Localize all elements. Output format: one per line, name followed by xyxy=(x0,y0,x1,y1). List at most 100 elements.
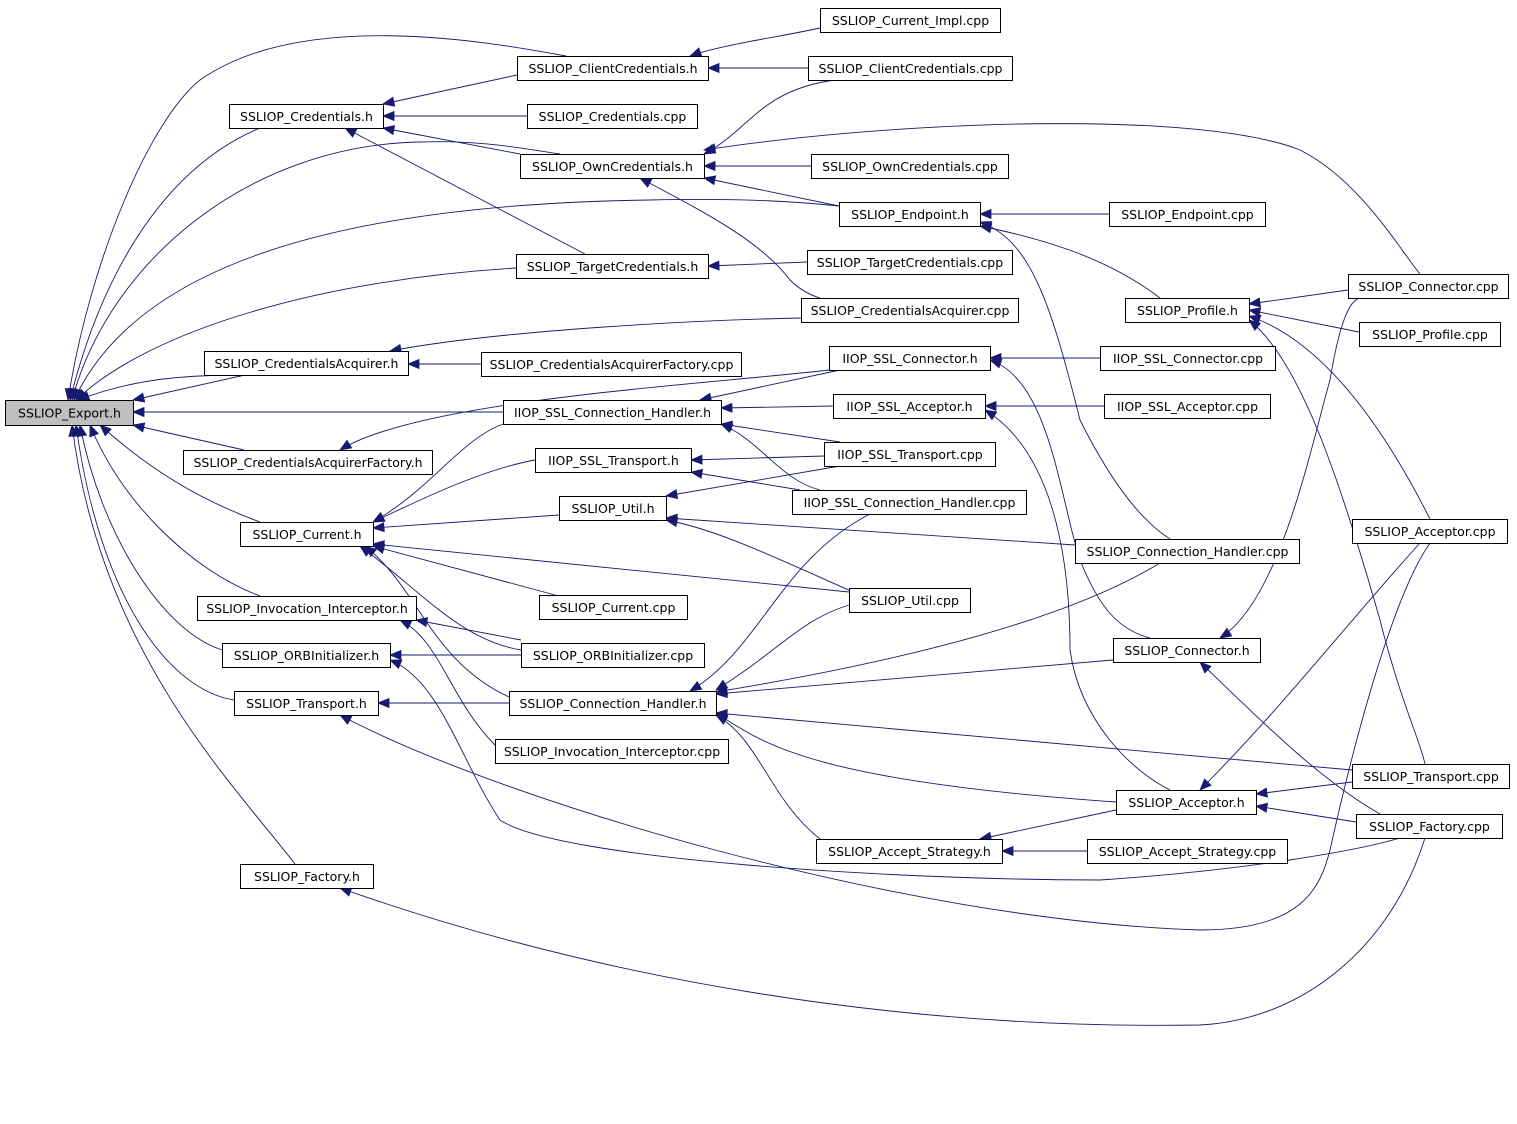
node-credacqfac-cpp[interactable]: SSLIOP_CredentialsAcquirerFactory.cpp xyxy=(481,352,742,377)
node-transport-h[interactable]: SSLIOP_Transport.h xyxy=(234,691,379,716)
node-box[interactable] xyxy=(811,154,1009,179)
edge-connhandler_h-to-current_h xyxy=(364,545,510,698)
node-box[interactable] xyxy=(1125,298,1250,323)
node-iiop-acceptor-cpp[interactable]: IIOP_SSL_Acceptor.cpp xyxy=(1104,394,1271,419)
edge-arrowhead xyxy=(1247,297,1262,308)
node-iiop-acceptor-h[interactable]: IIOP_SSL_Acceptor.h xyxy=(833,394,986,419)
node-connector-cpp[interactable]: SSLIOP_Connector.cpp xyxy=(1348,274,1509,299)
node-transport-cpp[interactable]: SSLIOP_Transport.cpp xyxy=(1352,764,1510,789)
node-box[interactable] xyxy=(517,56,709,81)
node-util-h[interactable]: SSLIOP_Util.h xyxy=(559,496,667,521)
node-box[interactable] xyxy=(197,596,417,621)
node-endpoint-cpp[interactable]: SSLIOP_Endpoint.cpp xyxy=(1109,202,1266,227)
node-box[interactable] xyxy=(1113,638,1261,663)
node-box[interactable] xyxy=(839,202,981,227)
node-credacq-h[interactable]: SSLIOP_CredentialsAcquirer.h xyxy=(204,351,409,376)
node-orbinit-h[interactable]: SSLIOP_ORBInitializer.h xyxy=(222,643,391,668)
node-box[interactable] xyxy=(1352,764,1510,789)
node-clientcred-h[interactable]: SSLIOP_ClientCredentials.h xyxy=(517,56,709,81)
node-credacq-cpp[interactable]: SSLIOP_CredentialsAcquirer.cpp xyxy=(801,298,1019,323)
node-cred-h[interactable]: SSLIOP_Credentials.h xyxy=(229,104,384,129)
node-iiop-transport-cpp[interactable]: IIOP_SSL_Transport.cpp xyxy=(824,442,996,467)
node-profile-cpp[interactable]: SSLIOP_Profile.cpp xyxy=(1359,322,1501,347)
node-iiop-connhandler-h[interactable]: IIOP_SSL_Connection_Handler.h xyxy=(503,400,722,425)
node-box[interactable] xyxy=(234,691,379,716)
node-targetcred-cpp[interactable]: SSLIOP_TargetCredentials.cpp xyxy=(807,250,1013,275)
node-factory-h[interactable]: SSLIOP_Factory.h xyxy=(240,864,374,889)
node-iiop-connector-h[interactable]: IIOP_SSL_Connector.h xyxy=(829,346,991,371)
node-box[interactable] xyxy=(527,104,698,129)
node-box[interactable] xyxy=(1109,202,1266,227)
node-box[interactable] xyxy=(1356,814,1503,839)
node-credacqfac-h[interactable]: SSLIOP_CredentialsAcquirerFactory.h xyxy=(183,450,433,475)
node-factory-cpp[interactable]: SSLIOP_Factory.cpp xyxy=(1356,814,1503,839)
node-iiop-transport-h[interactable]: IIOP_SSL_Transport.h xyxy=(535,448,692,473)
edge-line xyxy=(382,127,521,155)
node-box[interactable] xyxy=(1352,519,1508,544)
edge-acceptor_h-to-iiop_acceptor_h xyxy=(984,409,1171,791)
node-endpoint-h[interactable]: SSLIOP_Endpoint.h xyxy=(839,202,981,227)
node-box[interactable] xyxy=(1100,346,1276,371)
node-box[interactable] xyxy=(816,839,1003,864)
node-box[interactable] xyxy=(521,643,705,668)
node-box[interactable] xyxy=(535,448,692,473)
edge-arrowhead xyxy=(99,424,112,437)
node-box[interactable] xyxy=(1348,274,1509,299)
node-owncred-cpp[interactable]: SSLIOP_OwnCredentials.cpp xyxy=(811,154,1009,179)
node-box[interactable] xyxy=(222,643,391,668)
node-box[interactable] xyxy=(481,352,742,377)
node-owncred-h[interactable]: SSLIOP_OwnCredentials.h xyxy=(520,154,705,179)
node-iiop-connhandler-cpp[interactable]: IIOP_SSL_Connection_Handler.cpp xyxy=(792,490,1027,515)
node-connector-h[interactable]: SSLIOP_Connector.h xyxy=(1113,638,1261,663)
node-box[interactable] xyxy=(829,346,991,371)
node-box[interactable] xyxy=(824,442,996,467)
node-box[interactable] xyxy=(808,56,1013,81)
node-box[interactable] xyxy=(503,400,722,425)
node-box[interactable] xyxy=(820,8,1001,33)
node-export-h[interactable]: SSLIOP_Export.h xyxy=(5,400,134,426)
node-box[interactable] xyxy=(792,490,1027,515)
node-clientcred-cpp[interactable]: SSLIOP_ClientCredentials.cpp xyxy=(808,56,1013,81)
node-box[interactable] xyxy=(1116,790,1257,815)
node-box[interactable] xyxy=(516,254,709,279)
node-invint-cpp[interactable]: SSLIOP_Invocation_Interceptor.cpp xyxy=(495,739,729,764)
node-current-cpp[interactable]: SSLIOP_Current.cpp xyxy=(539,595,688,620)
node-box[interactable] xyxy=(1075,539,1300,564)
node-box[interactable] xyxy=(204,351,409,376)
node-box[interactable] xyxy=(801,298,1019,323)
node-box[interactable] xyxy=(509,691,717,716)
node-box[interactable] xyxy=(183,450,433,475)
node-accept-strategy-cpp[interactable]: SSLIOP_Accept_Strategy.cpp xyxy=(1087,839,1288,864)
node-box[interactable] xyxy=(5,400,134,426)
node-orbinit-cpp[interactable]: SSLIOP_ORBInitializer.cpp xyxy=(521,643,705,668)
node-box[interactable] xyxy=(849,588,971,613)
node-box[interactable] xyxy=(833,394,986,419)
node-box[interactable] xyxy=(520,154,705,179)
edge-acceptor_h-to-accept_strategy_h xyxy=(978,809,1117,842)
node-box[interactable] xyxy=(559,496,667,521)
node-box[interactable] xyxy=(240,864,374,889)
node-box[interactable] xyxy=(807,250,1013,275)
node-cred-cpp[interactable]: SSLIOP_Credentials.cpp xyxy=(527,104,698,129)
node-box[interactable] xyxy=(1104,394,1271,419)
node-acceptor-h[interactable]: SSLIOP_Acceptor.h xyxy=(1116,790,1257,815)
node-current-impl-cpp[interactable]: SSLIOP_Current_Impl.cpp xyxy=(820,8,1001,33)
edge-arrowhead xyxy=(1254,802,1269,813)
node-accept-strategy-h[interactable]: SSLIOP_Accept_Strategy.h xyxy=(816,839,1003,864)
node-iiop-connector-cpp[interactable]: IIOP_SSL_Connector.cpp xyxy=(1100,346,1276,371)
node-box[interactable] xyxy=(539,595,688,620)
node-box[interactable] xyxy=(1087,839,1288,864)
node-targetcred-h[interactable]: SSLIOP_TargetCredentials.h xyxy=(516,254,709,279)
node-box[interactable] xyxy=(229,104,384,129)
node-util-cpp[interactable]: SSLIOP_Util.cpp xyxy=(849,588,971,613)
node-current-h[interactable]: SSLIOP_Current.h xyxy=(240,522,374,547)
node-box[interactable] xyxy=(240,522,374,547)
node-invint-h[interactable]: SSLIOP_Invocation_Interceptor.h xyxy=(197,596,417,621)
node-connhandler-h[interactable]: SSLIOP_Connection_Handler.h xyxy=(509,691,717,716)
node-label: IIOP_SSL_Connector.h xyxy=(842,351,977,366)
node-box[interactable] xyxy=(495,739,729,764)
node-profile-h[interactable]: SSLIOP_Profile.h xyxy=(1125,298,1250,323)
node-connhandler-cpp[interactable]: SSLIOP_Connection_Handler.cpp xyxy=(1075,539,1300,564)
node-box[interactable] xyxy=(1359,322,1501,347)
node-acceptor-cpp[interactable]: SSLIOP_Acceptor.cpp xyxy=(1352,519,1508,544)
